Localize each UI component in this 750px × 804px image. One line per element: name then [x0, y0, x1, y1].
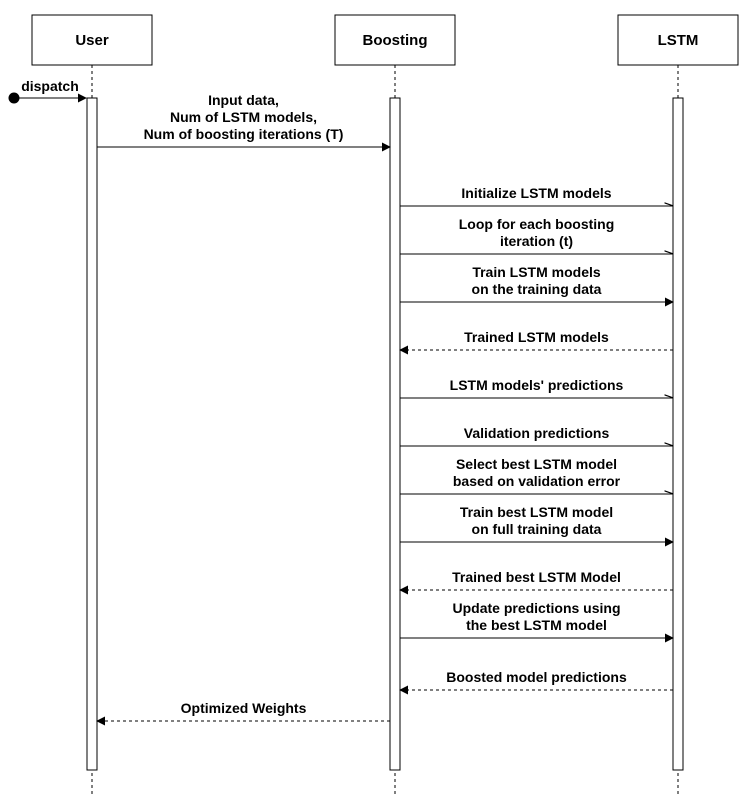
message-6: LSTM models' predictions [400, 377, 673, 398]
participant-box-boosting [334, 14, 456, 66]
message-13: Optimized Weights [96, 700, 390, 726]
participant-label-user: User [75, 32, 109, 49]
message-8-label-line-1: Select best LSTM model [456, 456, 617, 472]
messages: Input data,Num of LSTM models,Num of boo… [96, 92, 674, 726]
message-8-label-line-2: based on validation error [453, 473, 621, 489]
participant-label-lstm: LSTM [658, 32, 699, 49]
participant-box-lstm [617, 14, 739, 66]
message-4-label-line-2: on the training data [472, 281, 602, 297]
message-2-label-line-1: Initialize LSTM models [461, 185, 611, 201]
message-6-label-line-1: LSTM models' predictions [450, 377, 624, 393]
participant-boosting: Boosting [334, 14, 456, 796]
participant-user: User [31, 14, 153, 796]
message-9-label-line-1: Train best LSTM model [460, 504, 613, 520]
message-5-label-line-1: Trained LSTM models [464, 329, 609, 345]
activation-bar-lstm [672, 97, 684, 771]
message-11-label-line-1: Update predictions using [452, 600, 620, 616]
activation-bar-user [86, 97, 98, 771]
message-1-label-line-2: Num of LSTM models, [170, 109, 317, 125]
dispatch-label: dispatch [21, 78, 79, 94]
participant-box-user [31, 14, 153, 66]
message-10-label-line-1: Trained best LSTM Model [452, 569, 621, 585]
message-3-label-line-2: iteration (t) [500, 233, 573, 249]
message-13-label-line-1: Optimized Weights [181, 700, 307, 716]
message-4-label-line-1: Train LSTM models [472, 264, 601, 280]
activation-bar-boosting [389, 97, 401, 771]
message-12: Boosted model predictions [399, 669, 673, 695]
message-9-label-line-2: on full training data [472, 521, 602, 537]
message-1-label-line-3: Num of boosting iterations (T) [144, 126, 344, 142]
message-1-label-line-1: Input data, [208, 92, 279, 108]
found-message-dispatch: dispatch [8, 78, 87, 104]
message-12-label-line-1: Boosted model predictions [446, 669, 627, 685]
message-1: Input data,Num of LSTM models,Num of boo… [97, 92, 391, 152]
participant-label-boosting: Boosting [363, 32, 428, 49]
message-2: Initialize LSTM models [400, 185, 673, 206]
message-5: Trained LSTM models [399, 329, 673, 355]
participant-lstm: LSTM [617, 14, 739, 796]
message-10: Trained best LSTM Model [399, 569, 673, 595]
message-3-label-line-1: Loop for each boosting [459, 216, 615, 232]
message-7-label-line-1: Validation predictions [464, 425, 610, 441]
message-7: Validation predictions [400, 425, 673, 446]
message-11-label-line-2: the best LSTM model [466, 617, 607, 633]
